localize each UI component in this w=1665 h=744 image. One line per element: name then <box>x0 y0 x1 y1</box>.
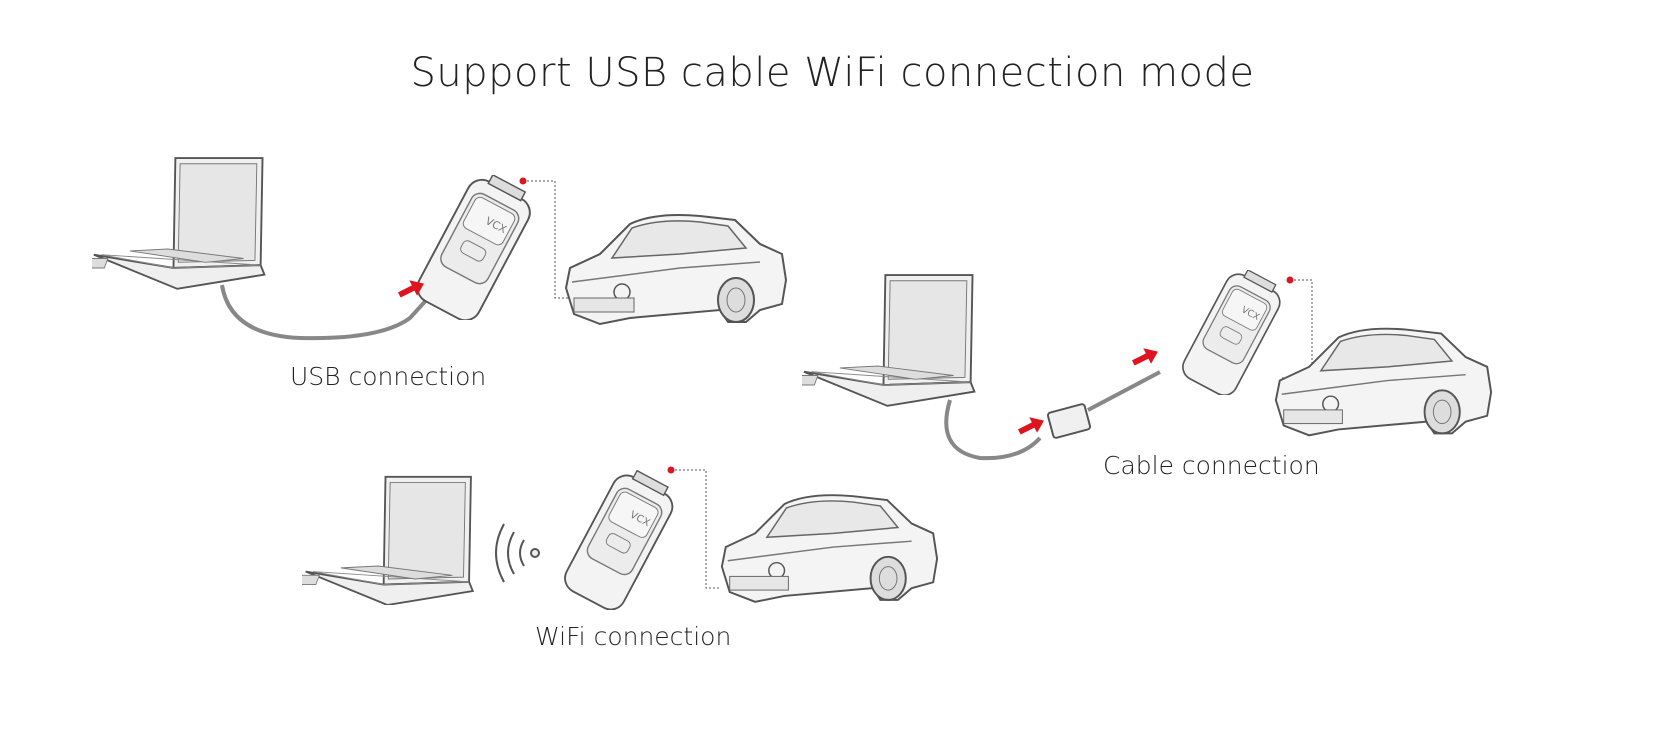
page-title: Support USB cable WiFi connection mode <box>410 50 1255 96</box>
usb-connection-label: USB connection <box>290 362 487 391</box>
dotted-link-line <box>523 180 568 299</box>
dotted-link-line <box>671 469 720 589</box>
laptop-icon <box>802 274 976 407</box>
red-arrow-icon <box>1018 417 1044 435</box>
car-icon <box>1274 327 1493 437</box>
car-icon <box>565 214 787 325</box>
dotted-link-line <box>1280 279 1313 379</box>
laptop-icon <box>302 475 474 605</box>
red-arrow-icon <box>1132 348 1158 366</box>
wifi-connection-label: WiFi connection <box>535 622 732 651</box>
cable-adapter <box>1046 403 1092 439</box>
laptop-icon <box>92 157 266 290</box>
vcx-device-icon <box>560 470 680 610</box>
wifi-connection-group <box>302 466 939 610</box>
car-icon <box>720 494 939 603</box>
vcx-device-icon <box>1177 270 1289 395</box>
vcx-device-icon <box>410 175 540 320</box>
usb-cable <box>220 284 432 341</box>
cable-connection-label: Cable connection <box>1103 451 1320 480</box>
network-cable <box>944 399 1042 461</box>
wifi-signal-icon <box>495 523 540 583</box>
cable-connection-group <box>802 270 1493 461</box>
adapter-cable <box>1087 370 1161 412</box>
usb-connection-group <box>92 157 787 341</box>
